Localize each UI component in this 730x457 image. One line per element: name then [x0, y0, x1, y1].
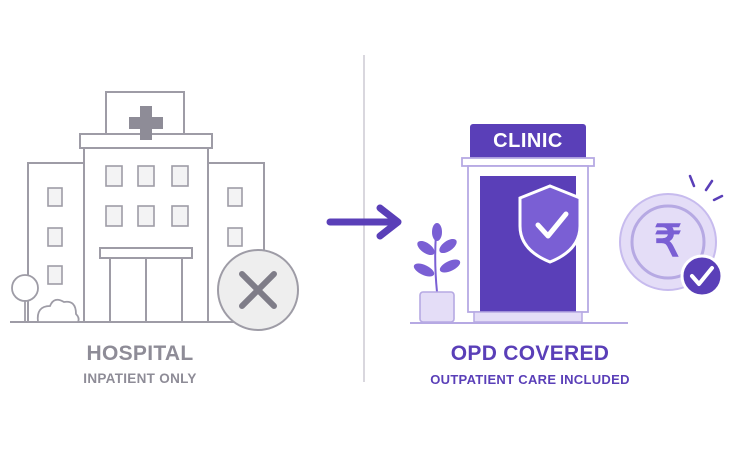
hospital-subtitle: INPATIENT ONLY	[83, 371, 197, 386]
clinic-sign-label: CLINIC	[493, 130, 563, 152]
bush-icon	[36, 298, 80, 323]
shield-check-icon	[518, 184, 582, 264]
not-covered-x-icon	[217, 249, 299, 331]
tree-icon	[11, 274, 39, 322]
hospital-windows	[47, 165, 243, 285]
clinic-sign	[470, 124, 586, 160]
medical-cross-icon	[129, 106, 163, 140]
covered-check-icon	[680, 254, 724, 298]
opd-title: OPD COVERED	[450, 342, 610, 365]
opd-subtitle: OUTPATIENT CARE INCLUDED	[430, 372, 630, 387]
rupee-symbol: ₹	[654, 217, 682, 266]
potted-plant-icon	[413, 223, 461, 323]
arrow-right-icon	[326, 204, 402, 240]
hospital-title: HOSPITAL	[86, 342, 194, 365]
